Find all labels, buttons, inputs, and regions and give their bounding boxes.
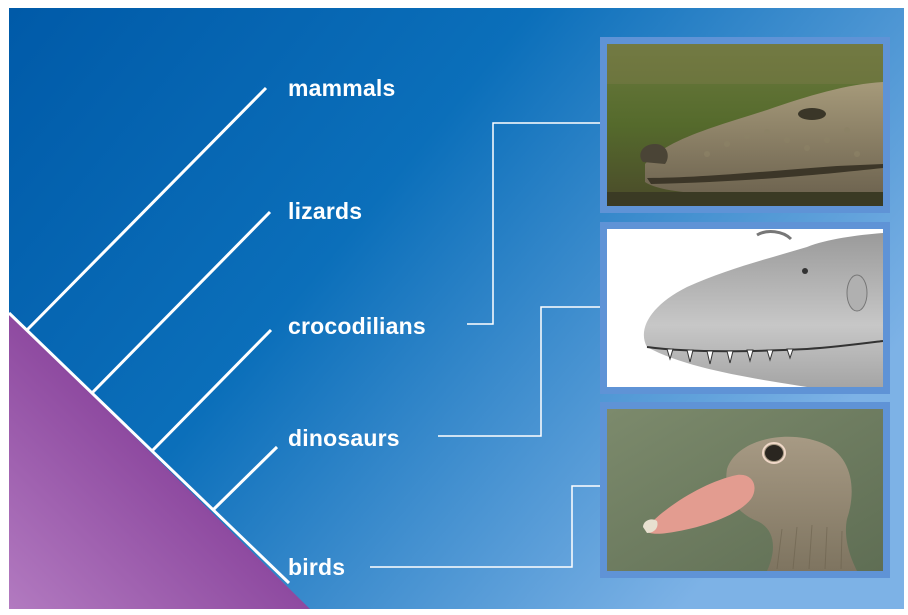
label-lizards: lizards	[288, 198, 362, 224]
crocodile-photo	[600, 37, 890, 213]
label-birds: birds	[288, 554, 345, 580]
dinosaur-image	[607, 229, 883, 387]
dinosaur-illustration	[600, 222, 890, 394]
label-mammals: mammals	[288, 75, 396, 101]
crocodile-image	[607, 44, 883, 206]
goose-photo	[600, 402, 890, 578]
goose-image	[607, 409, 883, 571]
label-crocodilians: crocodilians	[288, 313, 426, 339]
label-dinosaurs: dinosaurs	[288, 425, 400, 451]
